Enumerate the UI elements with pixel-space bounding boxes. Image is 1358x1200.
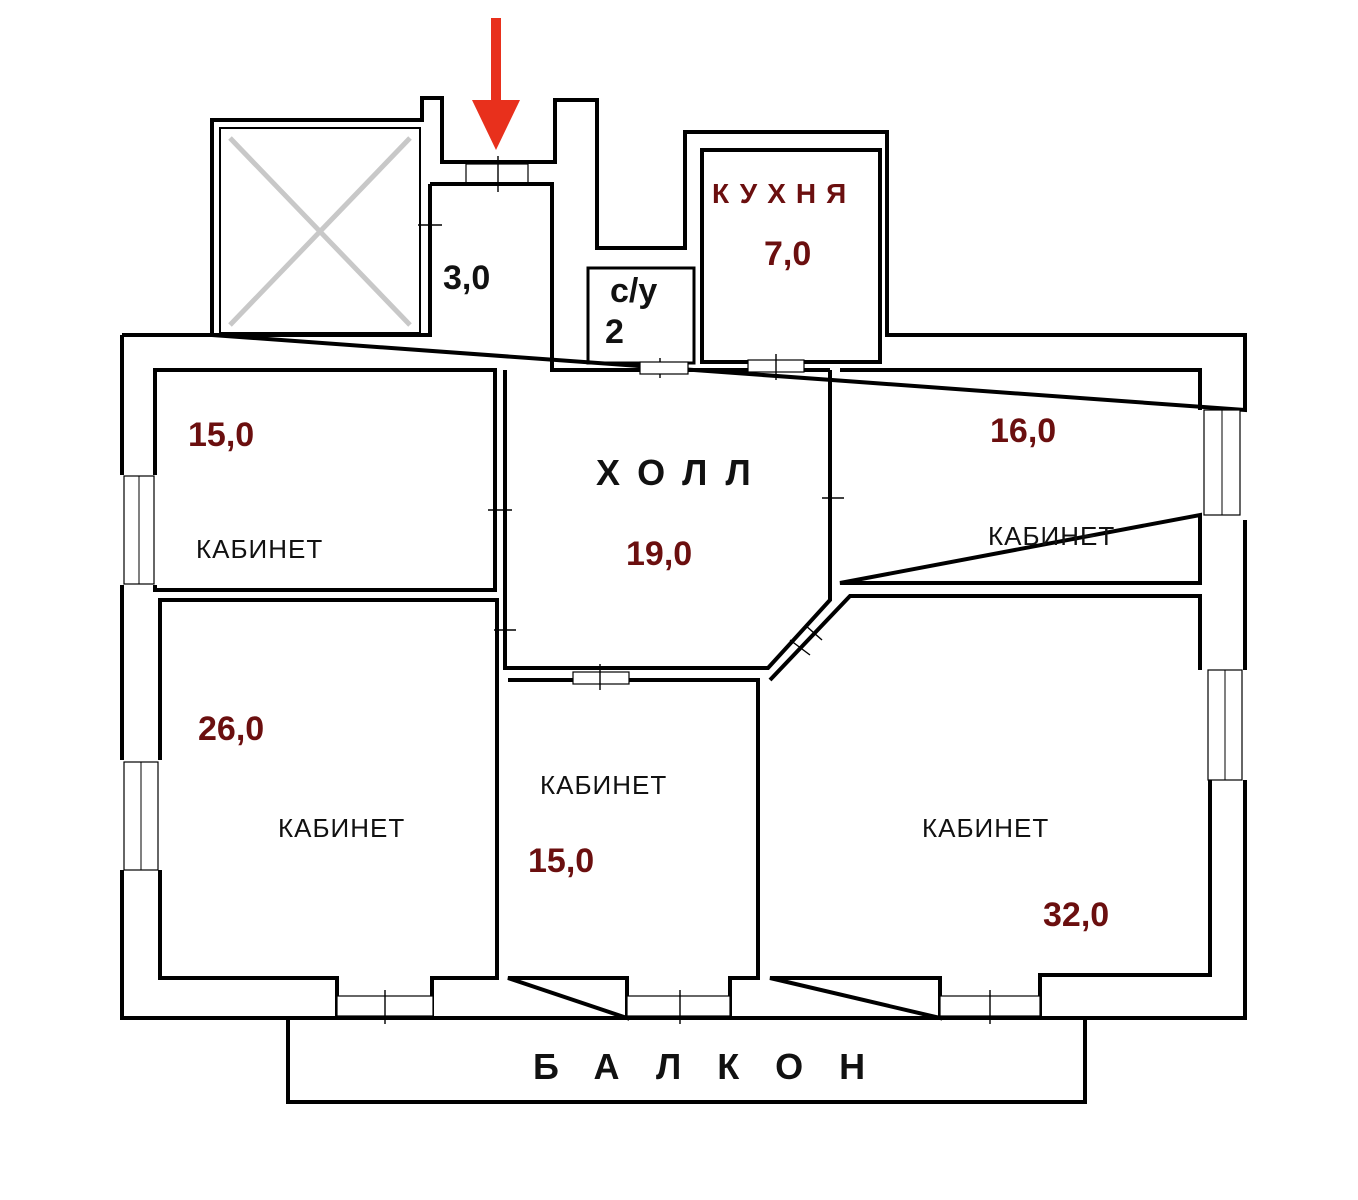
office-se-area: 32,0 — [1043, 896, 1109, 934]
office-s-name: КАБИНЕТ — [540, 770, 667, 800]
office-nw-walls — [153, 368, 497, 592]
office-w-walls — [158, 598, 499, 1018]
shaft — [219, 127, 421, 334]
office-s-door — [572, 671, 630, 685]
vestibule-walls — [122, 182, 830, 372]
wc-name: с/у — [610, 272, 657, 310]
office-w-name: КАБИНЕТ — [278, 813, 405, 843]
kitchen-name: КУХНЯ — [712, 178, 856, 209]
office-nw-name: КАБИНЕТ — [196, 534, 323, 564]
office-se-walls — [768, 594, 1212, 1021]
office-ne-area: 16,0 — [990, 412, 1056, 450]
wc-door — [639, 361, 689, 375]
hall-walls — [503, 370, 832, 670]
office-s-area: 15,0 — [528, 842, 594, 880]
office-ne-name: КАБИНЕТ — [988, 521, 1115, 551]
office-se-name: КАБИНЕТ — [922, 813, 1049, 843]
balcony-name: БАЛКОН — [533, 1046, 901, 1087]
office-ne-walls — [839, 368, 1202, 585]
vestibule-area: 3,0 — [443, 259, 490, 297]
office-nw-area: 15,0 — [188, 416, 254, 454]
kitchen-area: 7,0 — [764, 235, 811, 273]
balcony-walls — [286, 1016, 1087, 1104]
office-s-balcony-door — [626, 995, 731, 1017]
office-w-area: 26,0 — [198, 710, 264, 748]
hall-name: ХОЛЛ — [596, 452, 769, 493]
hall-area: 19,0 — [626, 535, 692, 573]
wc-number: 2 — [605, 313, 624, 351]
shaft-cross-line — [228, 136, 412, 327]
red-down-arrow-icon — [472, 18, 520, 150]
